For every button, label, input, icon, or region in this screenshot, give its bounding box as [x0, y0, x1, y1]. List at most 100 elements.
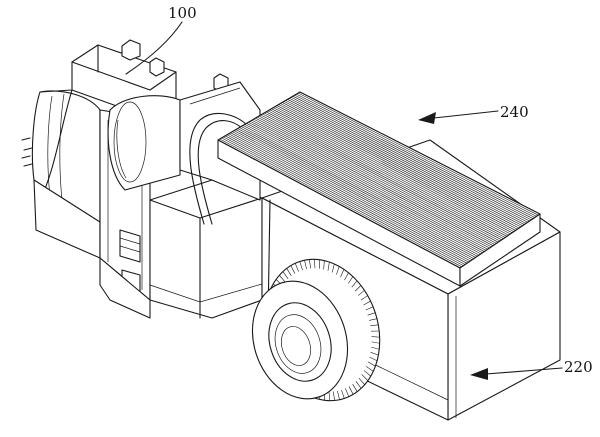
fin-line — [239, 127, 482, 255]
knurl-tick — [299, 261, 303, 271]
fin-line — [298, 92, 539, 216]
fin-line — [257, 116, 499, 243]
knurl-tick — [336, 266, 340, 275]
motor-assembly — [21, 39, 229, 319]
knurl-tick — [354, 285, 362, 292]
fin-line — [251, 119, 494, 246]
arrow-240 — [418, 112, 436, 124]
knurl-tick — [348, 386, 354, 395]
fin-line — [264, 112, 506, 238]
fin-line — [248, 121, 490, 249]
knurl-tick — [351, 280, 358, 288]
knurl-tick — [355, 381, 362, 389]
fin-line — [274, 106, 516, 231]
knurl-tick — [345, 388, 350, 397]
fin-line — [290, 96, 532, 221]
knurl-tick — [371, 336, 380, 338]
fin-line — [267, 110, 509, 236]
fin-line — [235, 129, 478, 257]
knurl-tick — [337, 390, 340, 400]
knurl-tick — [370, 324, 379, 327]
knurl-tick — [361, 374, 369, 381]
knurl-tick — [366, 366, 374, 372]
knurl-tick — [370, 351, 379, 356]
fin-line — [241, 126, 483, 254]
label-240: 240 — [500, 103, 529, 121]
fin-line — [223, 136, 466, 265]
fin-line — [230, 132, 473, 261]
knurl-tick — [328, 391, 331, 401]
fin-line — [260, 114, 502, 241]
fin-line — [217, 139, 461, 269]
knurl-tick — [347, 276, 354, 284]
fin-line — [262, 113, 504, 239]
knurl-tick — [360, 295, 368, 301]
knurl-tick — [358, 290, 365, 296]
fin-line — [237, 128, 480, 256]
fin-line — [228, 133, 471, 262]
fin-line — [271, 108, 513, 234]
bracket-block — [149, 81, 263, 319]
knurl-tick — [323, 260, 325, 270]
knurl-tick — [358, 377, 365, 385]
fin-line — [233, 130, 476, 258]
fin-line — [265, 111, 508, 237]
fin-line — [219, 138, 462, 268]
knurl-tick — [290, 265, 296, 274]
fin-line — [269, 109, 511, 235]
knurl-tick — [369, 318, 378, 321]
knurl-tick — [367, 312, 376, 316]
label-240-group: 240 — [418, 103, 529, 124]
fin-line — [280, 103, 522, 228]
knurl-tick — [279, 275, 286, 283]
fin-line — [246, 123, 488, 250]
heat-sink-fins — [217, 91, 541, 269]
fin-line — [289, 97, 530, 222]
fin-line — [278, 104, 520, 229]
knurl-tick — [363, 300, 371, 306]
knurl-tick — [371, 346, 380, 350]
fin-line — [258, 115, 501, 242]
label-220-group: 220 — [470, 358, 593, 380]
fin-line — [242, 125, 485, 252]
fin-line — [283, 101, 525, 225]
fin-line — [299, 91, 541, 215]
fin-line — [292, 95, 534, 219]
knurl-tick — [363, 370, 371, 377]
heat-sink — [217, 91, 541, 287]
fin-line — [226, 134, 469, 263]
fin-line — [255, 117, 497, 244]
fin-line — [296, 93, 537, 217]
fin-line — [244, 124, 487, 251]
knurl-tick — [344, 272, 349, 281]
lens-assembly — [251, 258, 381, 402]
knurl-tick — [341, 389, 345, 399]
fin-line — [232, 131, 475, 259]
fin-line — [285, 100, 527, 224]
knurl-tick — [332, 391, 335, 401]
fin-line — [221, 137, 464, 266]
knurl-tick — [365, 306, 374, 311]
knurl-tick — [313, 259, 316, 269]
fin-line — [249, 120, 492, 248]
knurl-tick — [340, 269, 345, 278]
label-100-group: 100 — [125, 4, 197, 75]
knurl-tick — [309, 259, 312, 269]
arrow-220 — [470, 368, 488, 380]
knurl-tick — [367, 361, 376, 367]
label-100: 100 — [168, 4, 197, 22]
fin-line — [276, 105, 518, 230]
fin-line — [224, 135, 468, 264]
knurl-tick — [352, 383, 358, 392]
knurl-tick — [371, 341, 380, 344]
knurl-tick — [331, 263, 335, 273]
knurl-tick — [294, 263, 299, 272]
knurl-tick — [286, 268, 292, 277]
fin-line — [253, 118, 495, 245]
fin-line — [294, 94, 535, 218]
knurl-tick — [369, 356, 378, 362]
knurl-tick — [327, 261, 330, 271]
fin-line — [282, 102, 523, 227]
fin-line — [287, 99, 528, 223]
